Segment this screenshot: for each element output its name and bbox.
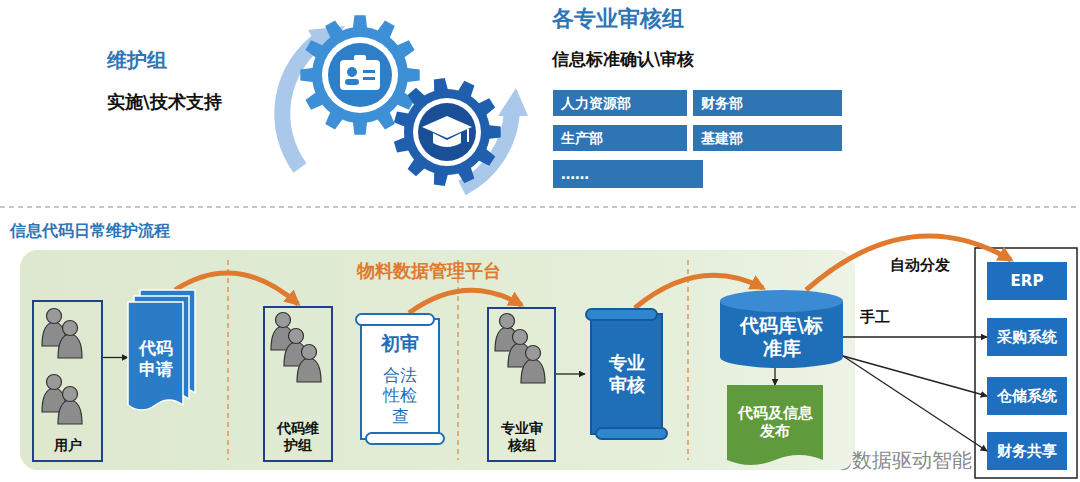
department-box: 人力资源部 <box>553 90 687 116</box>
document-stack: 代码申请 <box>128 290 195 415</box>
graduation-cap <box>422 116 472 138</box>
id-card-clip <box>354 55 366 62</box>
system-box: 仓储系统 <box>987 377 1067 415</box>
node-label: 仓储系统 <box>997 387 1057 405</box>
person-head <box>63 387 78 402</box>
node-label: 代码申请 <box>136 338 176 379</box>
systems-frame <box>975 248 1077 478</box>
node-label: ERP <box>1011 272 1044 290</box>
person-body <box>58 334 82 358</box>
edge-label: 自动分发 <box>888 256 952 274</box>
group-subtitle: 实施\技术支持 <box>107 91 222 113</box>
person-head <box>276 313 291 328</box>
stage-divider <box>687 260 688 460</box>
graduation-cap <box>433 133 461 147</box>
gear-hub <box>413 98 481 166</box>
connector-line <box>774 364 775 385</box>
id-card-person <box>347 67 357 77</box>
connector-line <box>843 356 987 451</box>
person-body <box>58 400 82 424</box>
cylinder-top <box>720 290 843 312</box>
cap-tassel <box>467 129 469 142</box>
id-card-line <box>363 70 375 73</box>
node-label: 物料数据管理平台 <box>357 260 501 282</box>
gear <box>394 78 501 186</box>
id-card-line <box>363 77 375 80</box>
divider-line <box>0 206 1080 208</box>
person-body <box>521 359 545 383</box>
review-scroll: 初审合法性检查 <box>355 313 445 445</box>
scroll-roll <box>366 433 444 444</box>
team-box: 专业审核组 <box>487 307 556 462</box>
gear-hub <box>322 37 398 113</box>
watermark: 数据驱动智能 <box>852 448 972 472</box>
scroll-roll <box>586 309 657 320</box>
node-label: 采购系统 <box>997 328 1057 346</box>
connector-line <box>103 357 128 358</box>
scroll-body <box>591 314 662 434</box>
platform-panel: 物料数据管理平台用户代码申请代码维护组初审合法性检查专业审核组专业审核代码库\标… <box>20 250 855 470</box>
gear-hub <box>418 103 476 161</box>
person-head <box>47 375 62 390</box>
flow-arrow <box>635 275 763 308</box>
group-subtitle: 信息标准确认\审核 <box>552 49 694 69</box>
document-page <box>727 385 823 465</box>
department-box: 财务部 <box>693 90 842 116</box>
person-head <box>500 314 515 329</box>
flow-arrow <box>175 273 298 304</box>
department-box: 生产部 <box>553 125 687 151</box>
user-group-box: 用户 <box>32 300 103 462</box>
review-scroll: 专业审核 <box>585 308 668 440</box>
node-label: 基建部 <box>701 130 743 147</box>
id-card-icon <box>340 60 380 90</box>
flow-arrow <box>806 236 1011 290</box>
node-label: 生产部 <box>561 130 603 147</box>
scroll-body <box>361 319 439 439</box>
gears-illustration <box>282 15 528 188</box>
person-body <box>297 358 321 382</box>
person-head <box>513 330 528 345</box>
scroll-roll <box>356 314 434 325</box>
connector-line <box>843 356 987 396</box>
node-label: 代码及信息发布 <box>735 404 815 440</box>
node-label: 财务部 <box>701 95 743 112</box>
node-label: …… <box>561 166 589 183</box>
person-head <box>63 321 78 336</box>
person-head <box>302 345 317 360</box>
team-box: 代码维护组 <box>263 306 333 462</box>
node-label: 人力资源部 <box>561 95 631 112</box>
stage-divider <box>227 260 228 460</box>
department-box: 基建部 <box>693 125 842 151</box>
node-label: 专业审核组 <box>499 420 545 454</box>
person-head <box>47 309 62 324</box>
database-cylinder: 代码库\标准库 <box>720 290 843 368</box>
system-box: 财务共享 <box>987 432 1067 470</box>
scroll-roll <box>596 428 667 439</box>
system-box: 采购系统 <box>987 318 1067 356</box>
node-label: 专业审核 <box>607 352 647 395</box>
node-note: 合法性检查 <box>378 365 422 426</box>
manual-label: 手工 <box>858 308 892 326</box>
node-label: 代码库\标准库 <box>734 314 830 360</box>
system-box: ERP <box>987 262 1067 300</box>
publish-document: 代码及信息发布 <box>727 385 823 470</box>
document-page <box>128 302 183 410</box>
node-label: 用户 <box>38 437 98 454</box>
node-label: 初审 <box>378 332 422 355</box>
person-head <box>526 346 541 361</box>
flow-arrow <box>409 290 522 313</box>
group-title: 维护组 <box>107 48 167 72</box>
person-head <box>289 329 304 344</box>
node-label: 代码维护组 <box>275 420 321 454</box>
gear-hub <box>328 43 392 107</box>
id-card-person <box>345 79 359 85</box>
section-title: 信息代码日常维护流程 <box>10 221 170 240</box>
connector-line <box>843 336 987 337</box>
department-box: …… <box>553 160 703 188</box>
connector-line <box>556 373 585 374</box>
node-label: 财务共享 <box>997 442 1057 460</box>
group-title: 各专业审核组 <box>552 6 684 32</box>
cycle-arrow-head <box>498 88 528 116</box>
